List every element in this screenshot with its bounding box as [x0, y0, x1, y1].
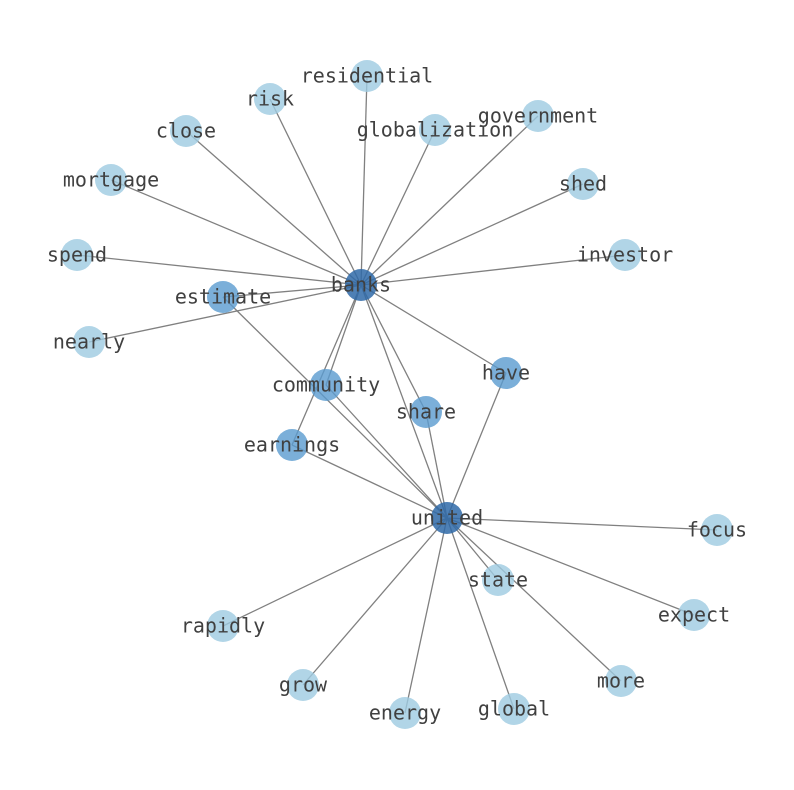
node-label-risk: risk [246, 87, 294, 111]
node-government [522, 100, 554, 132]
node-label-rapidly: rapidly [181, 614, 265, 638]
node-energy [389, 697, 421, 729]
edge-banks-share [360, 284, 427, 413]
node-state [482, 564, 514, 596]
node-united [431, 502, 463, 534]
node-label-earnings: earnings [244, 433, 340, 457]
node-label-expect: expect [658, 603, 730, 627]
node-grow [287, 669, 319, 701]
node-label-energy: energy [369, 701, 441, 725]
edge-united-community [325, 384, 448, 519]
edge-banks-residential [360, 75, 368, 286]
edge-banks-community [325, 284, 362, 386]
edge-banks-spend [76, 254, 362, 286]
edge-united-global [446, 517, 515, 710]
node-label-estimate: estimate [175, 285, 271, 309]
node-label-grow: grow [279, 673, 328, 697]
node-label-community: community [272, 373, 380, 397]
edges-layer [76, 75, 718, 714]
node-estimate [207, 281, 239, 313]
node-have [490, 357, 522, 389]
edge-united-rapidly [222, 517, 448, 627]
edge-united-estimate [222, 296, 448, 519]
node-nearly [73, 326, 105, 358]
edge-banks-close [185, 130, 362, 286]
node-investor [609, 239, 641, 271]
edge-banks-estimate [222, 284, 362, 298]
edge-banks-united [360, 284, 448, 519]
node-community [310, 369, 342, 401]
node-label-mortgage: mortgage [63, 168, 159, 192]
node-label-united: united [411, 506, 483, 530]
edge-banks-shed [360, 183, 584, 286]
node-expect [678, 599, 710, 631]
edge-banks-globalization [360, 129, 436, 286]
edge-united-share [425, 411, 448, 519]
node-mortgage [95, 164, 127, 196]
edge-united-grow [302, 517, 448, 686]
node-label-global: global [478, 697, 550, 721]
edge-united-focus [446, 517, 718, 531]
node-label-nearly: nearly [53, 330, 125, 354]
edge-united-have [446, 372, 507, 519]
node-label-more: more [597, 669, 645, 693]
node-label-focus: focus [687, 518, 747, 542]
edge-united-earnings [291, 444, 448, 519]
node-risk [254, 83, 286, 115]
edge-united-expect [446, 517, 695, 616]
node-label-state: state [468, 568, 528, 592]
node-spend [61, 239, 93, 271]
node-label-share: share [396, 400, 456, 424]
nodes-layer [61, 60, 733, 729]
node-earnings [276, 429, 308, 461]
edge-banks-mortgage [110, 179, 362, 286]
node-label-have: have [482, 361, 530, 385]
node-global [498, 693, 530, 725]
edge-banks-risk [269, 98, 362, 286]
node-label-residential: residential [301, 64, 433, 88]
node-close [170, 115, 202, 147]
edge-banks-government [360, 115, 539, 286]
edge-united-energy [404, 517, 448, 714]
node-label-government: government [478, 104, 598, 128]
node-shed [567, 168, 599, 200]
node-label-shed: shed [559, 172, 607, 196]
edge-united-more [446, 517, 622, 682]
edge-banks-nearly [88, 284, 362, 343]
node-rapidly [207, 610, 239, 642]
edge-banks-investor [360, 254, 626, 286]
labels-layer: banks united community share have earnings est… [47, 64, 747, 725]
node-banks [345, 269, 377, 301]
node-focus [701, 514, 733, 546]
node-label-banks: banks [331, 273, 391, 297]
node-label-investor: investor [577, 243, 673, 267]
node-label-close: close [156, 119, 216, 143]
node-share [410, 396, 442, 428]
edge-banks-have [360, 284, 507, 374]
node-globalization [419, 114, 451, 146]
node-label-globalization: globalization [357, 118, 514, 142]
node-label-spend: spend [47, 243, 107, 267]
node-residential [351, 60, 383, 92]
node-more [605, 665, 637, 697]
edge-banks-earnings [291, 284, 362, 446]
